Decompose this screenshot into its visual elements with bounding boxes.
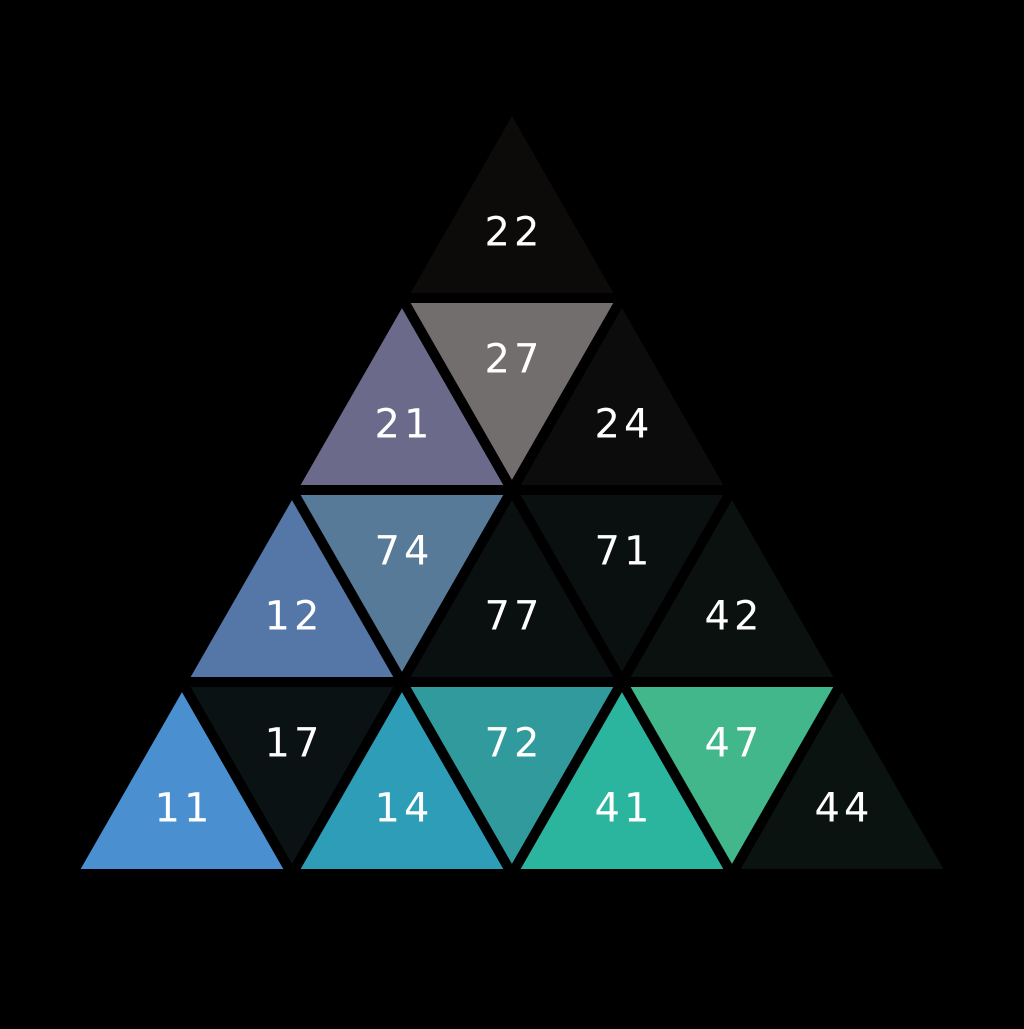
triangle-label: 14	[375, 786, 434, 832]
triangle-label: 17	[265, 720, 324, 766]
triangle-label: 41	[595, 786, 654, 832]
triangle-cell-22: 22	[393, 95, 631, 303]
triangle-label: 44	[815, 786, 874, 832]
triangle-label: 27	[485, 336, 544, 382]
triangle-label: 22	[485, 210, 544, 256]
triangle-label: 77	[485, 594, 544, 640]
triangle-cell-44: 44	[723, 671, 961, 879]
triangle-label: 11	[155, 786, 214, 832]
triangle-label: 71	[595, 528, 654, 574]
triangle-cell-24: 24	[503, 287, 741, 495]
triangle-shape	[723, 671, 961, 879]
triangle-label: 21	[375, 402, 434, 448]
triangle-label: 47	[705, 720, 764, 766]
triangle-shape	[393, 95, 631, 303]
triangle-label: 42	[705, 594, 764, 640]
triangle-label: 72	[485, 720, 544, 766]
triangle-label: 24	[595, 402, 654, 448]
triangle-label: 12	[265, 594, 324, 640]
triangle-label: 74	[375, 528, 434, 574]
